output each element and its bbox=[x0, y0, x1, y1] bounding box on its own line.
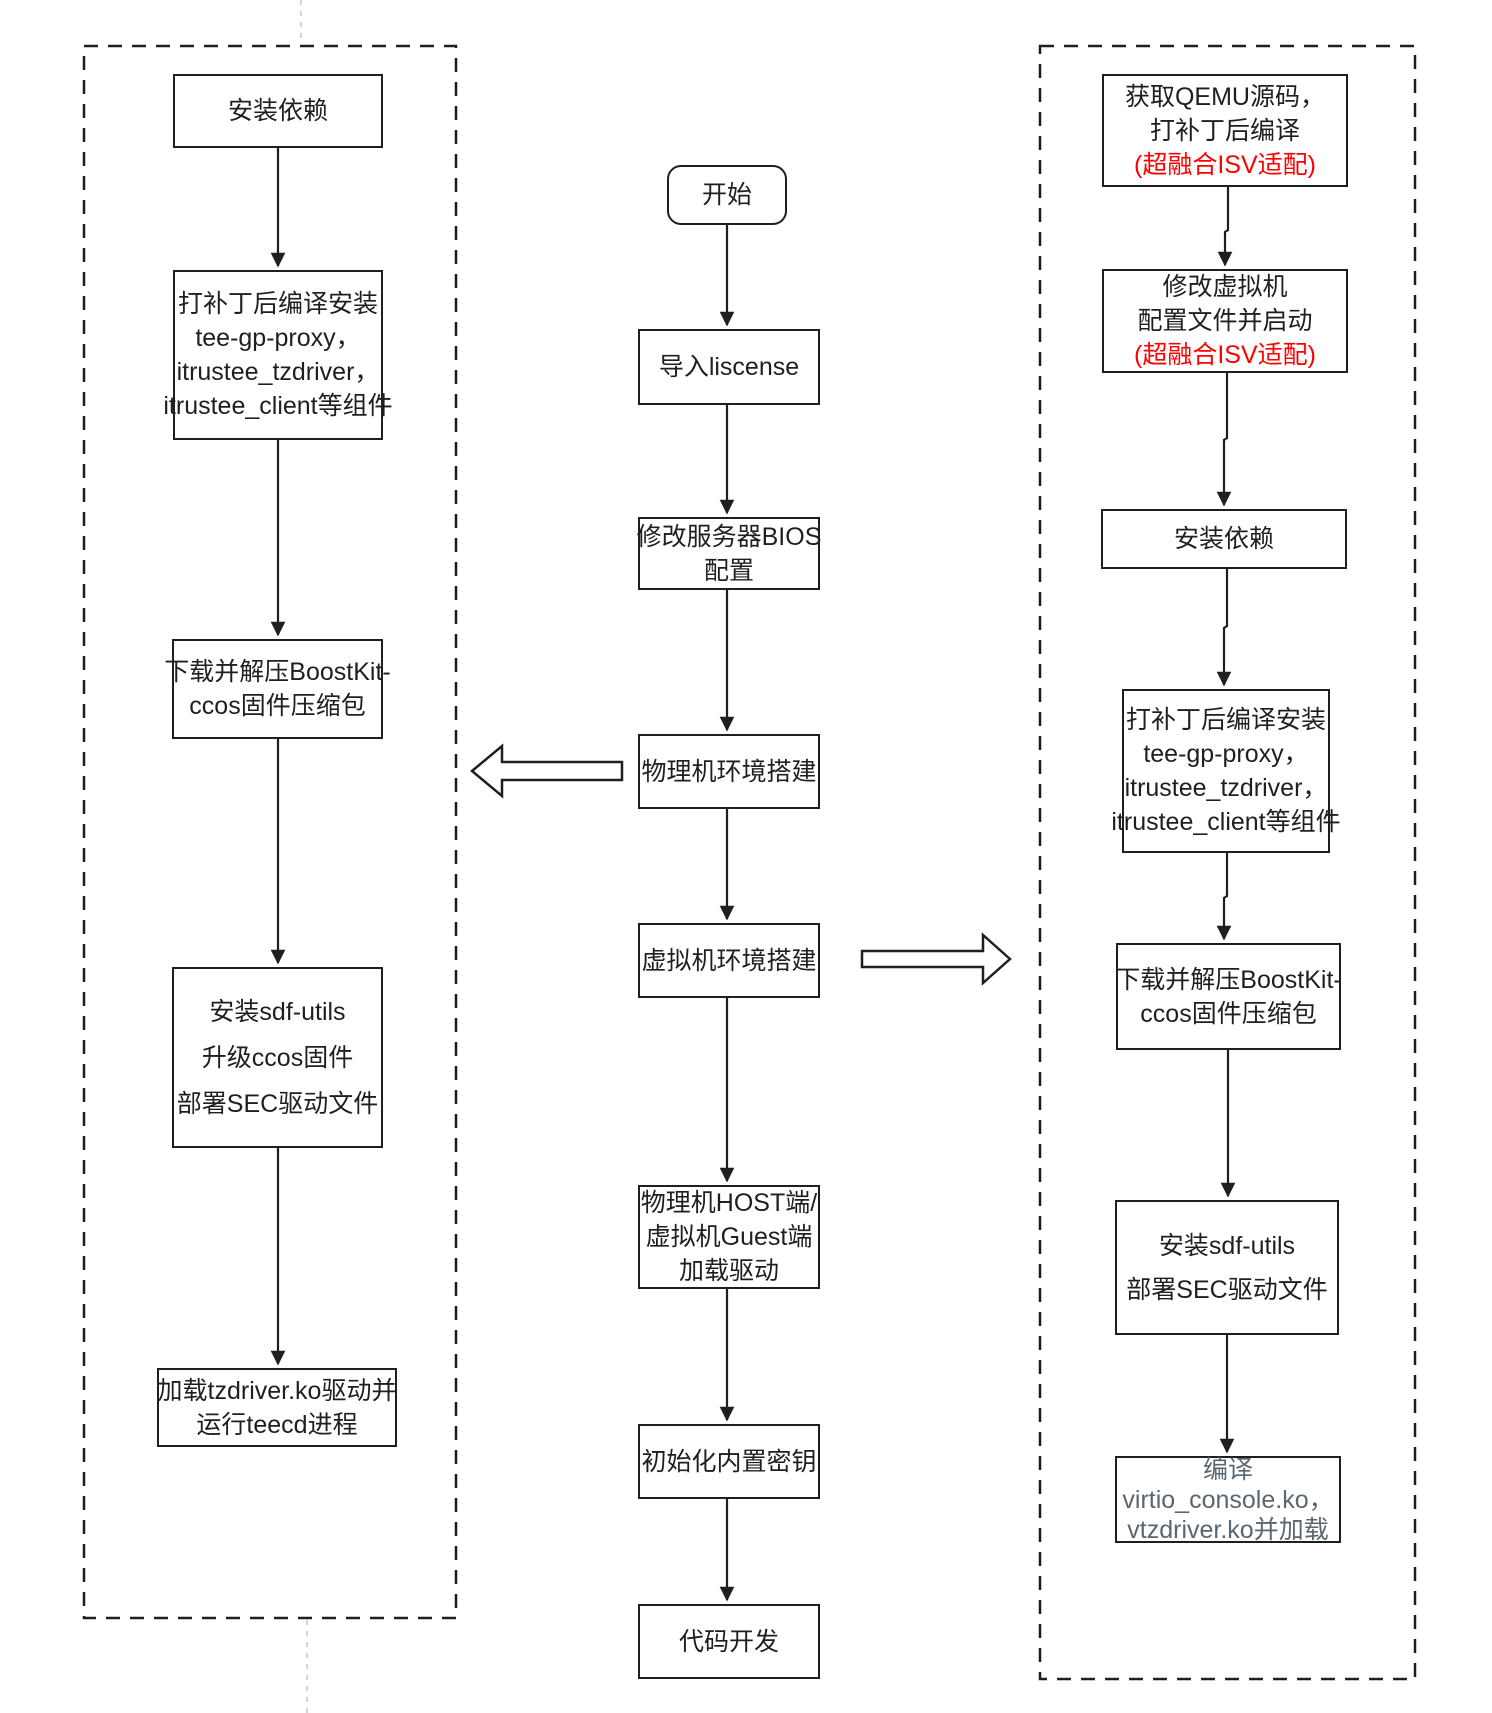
step-init-builtin-keys: 初始化内置密钥 bbox=[638, 1424, 820, 1499]
node-line: 下载并解压BoostKit- bbox=[1115, 965, 1342, 994]
arrow-virtual-3 bbox=[1216, 569, 1232, 687]
node-line: 部署SEC驱动文件 bbox=[1126, 1275, 1328, 1304]
node-line: tee-gp-proxy， bbox=[1143, 740, 1309, 768]
arrow-virtual-4 bbox=[1216, 853, 1232, 941]
node-line: 修改服务器BIOS bbox=[636, 522, 822, 551]
node-line: 代码开发 bbox=[678, 1627, 779, 1656]
physical-step-download-boostkit: 下载并解压BoostKit- ccos固件压缩包 bbox=[164, 639, 391, 739]
node-line: 开始 bbox=[701, 181, 752, 209]
virtual-step-patch-compile-components: 打补丁后编译安装 tee-gp-proxy， itrustee_tzdriver… bbox=[1111, 689, 1341, 853]
node-line: 初始化内置密钥 bbox=[641, 1447, 817, 1476]
virtual-step-compile-vtzdriver: 编译 virtio_console.ko， vtzdriver.ko并加载 bbox=[1115, 1455, 1341, 1544]
node-line: 物理机HOST端/ bbox=[640, 1189, 818, 1217]
node-line: 安装依赖 bbox=[1173, 525, 1274, 553]
node-line: 编译 bbox=[1202, 1455, 1253, 1484]
virtual-step-install-sdf-utils: 安装sdf-utils 部署SEC驱动文件 bbox=[1115, 1200, 1339, 1335]
virtual-step-modify-vm-config: 修改虚拟机 配置文件并启动 (超融合ISV适配) bbox=[1102, 269, 1348, 373]
node-line: 配置 bbox=[703, 556, 754, 585]
arrow-virtual-2 bbox=[1216, 373, 1232, 507]
node-line: 打补丁后编译安装 bbox=[177, 290, 378, 318]
node-line: 加载tzdriver.ko驱动并 bbox=[157, 1376, 397, 1405]
physical-step-load-tzdriver: 加载tzdriver.ko驱动并 运行teecd进程 bbox=[157, 1368, 397, 1447]
node-line: itrustee_tzdriver， bbox=[1124, 774, 1328, 802]
node-line: 安装依赖 bbox=[227, 97, 328, 125]
physical-step-install-deps: 安装依赖 bbox=[173, 74, 383, 148]
node-line: 部署SEC驱动文件 bbox=[176, 1089, 379, 1118]
step-code-development: 代码开发 bbox=[638, 1604, 820, 1679]
virtual-branch-container bbox=[1038, 44, 1417, 1681]
node-line: tee-gp-proxy， bbox=[195, 324, 361, 352]
node-line-isv-note: (超融合ISV适配) bbox=[1134, 341, 1316, 369]
node-line: virtio_console.ko， bbox=[1122, 1485, 1334, 1514]
step-load-drivers: 物理机HOST端/ 虚拟机Guest端 加载驱动 bbox=[638, 1185, 820, 1289]
node-line: vtzdriver.ko并加载 bbox=[1127, 1515, 1329, 1544]
node-line: 打补丁后编译安装 bbox=[1125, 706, 1326, 734]
node-line: itrustee_tzdriver， bbox=[176, 358, 380, 386]
node-line: 升级ccos固件 bbox=[201, 1043, 354, 1072]
node-line: 配置文件并启动 bbox=[1137, 307, 1313, 335]
step-import-license: 导入liscense bbox=[638, 329, 820, 405]
node-line: itrustee_client等组件 bbox=[1111, 808, 1341, 836]
step-modify-bios: 修改服务器BIOS 配置 bbox=[636, 517, 822, 590]
virtual-step-get-qemu-source: 获取QEMU源码， 打补丁后编译 (超融合ISV适配) bbox=[1102, 74, 1348, 187]
virtual-step-install-deps: 安装依赖 bbox=[1101, 509, 1347, 569]
hollow-arrow-to-virtual-branch bbox=[860, 932, 1012, 986]
step-physical-env-setup: 物理机环境搭建 bbox=[638, 734, 820, 809]
physical-step-patch-compile-components: 打补丁后编译安装 tee-gp-proxy， itrustee_tzdriver… bbox=[163, 270, 393, 440]
node-line: 下载并解压BoostKit- bbox=[164, 658, 391, 686]
node-line: 加载驱动 bbox=[678, 1257, 779, 1285]
node-line: 安装sdf-utils bbox=[1158, 1231, 1296, 1260]
node-line-isv-note: (超融合ISV适配) bbox=[1134, 150, 1316, 179]
hollow-arrow-to-physical-branch bbox=[470, 743, 624, 799]
start-node: 开始 bbox=[667, 165, 787, 225]
node-line: 物理机环境搭建 bbox=[641, 757, 817, 786]
node-line: 虚拟机环境搭建 bbox=[641, 946, 817, 975]
step-virtual-env-setup: 虚拟机环境搭建 bbox=[638, 923, 820, 998]
node-line: 安装sdf-utils bbox=[209, 997, 346, 1026]
node-line: 导入liscense bbox=[658, 353, 800, 381]
node-line: 运行teecd进程 bbox=[196, 1410, 358, 1439]
node-line: ccos固件压缩包 bbox=[1140, 999, 1317, 1028]
physical-branch-container bbox=[82, 44, 458, 1620]
node-line: 打补丁后编译 bbox=[1149, 116, 1300, 145]
virtual-step-download-boostkit: 下载并解压BoostKit- ccos固件压缩包 bbox=[1115, 943, 1342, 1050]
node-line: itrustee_client等组件 bbox=[163, 392, 393, 420]
physical-step-install-sdf-utils: 安装sdf-utils 升级ccos固件 部署SEC驱动文件 bbox=[172, 967, 383, 1148]
node-line: 获取QEMU源码， bbox=[1124, 82, 1325, 111]
arrow-virtual-1 bbox=[1217, 187, 1233, 267]
node-line: ccos固件压缩包 bbox=[189, 692, 366, 720]
node-line: 虚拟机Guest端 bbox=[645, 1223, 813, 1251]
node-line: 修改虚拟机 bbox=[1162, 273, 1288, 301]
